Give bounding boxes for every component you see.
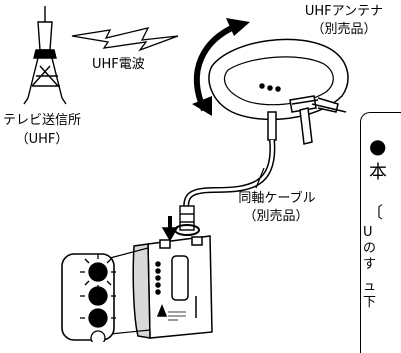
level-led-icon [80, 254, 116, 342]
side-panel-line1: U [363, 225, 373, 240]
coaxial-cable [183, 139, 276, 213]
side-panel-line5: 下 [363, 295, 377, 310]
antenna-sub-label: （別売品） [311, 22, 377, 37]
tv-tower-icon [23, 6, 67, 105]
rotate-arrow-icon [192, 18, 250, 116]
diagram-art [23, 6, 349, 342]
side-panel-heading: 本 [369, 162, 387, 183]
tv-station-label: テレビ送信所 [2, 113, 81, 128]
uhf-antenna-icon [208, 38, 349, 145]
side-info-panel: ● 本 〔 U の す ュ 下 [360, 112, 401, 353]
connector-icon [161, 205, 200, 242]
radio-wave-icon [71, 27, 179, 52]
side-panel-line3: す [363, 257, 377, 272]
cable-label: 同軸ケーブル [238, 191, 316, 206]
side-panel-line4: ュ [363, 279, 377, 294]
side-panel-line2: の [363, 241, 377, 256]
indicator-callout [61, 247, 151, 342]
tv-station-sub-label: （UHF） [15, 132, 69, 147]
checker-device [132, 235, 213, 339]
side-panel-bracket: 〔 [367, 203, 384, 222]
antenna-label: UHFアンテナ [304, 4, 384, 19]
cable-sub-label: （別売品） [243, 209, 309, 224]
side-panel-bullet: ● [369, 134, 387, 158]
uhf-wave-label: UHF電波 [92, 57, 145, 72]
